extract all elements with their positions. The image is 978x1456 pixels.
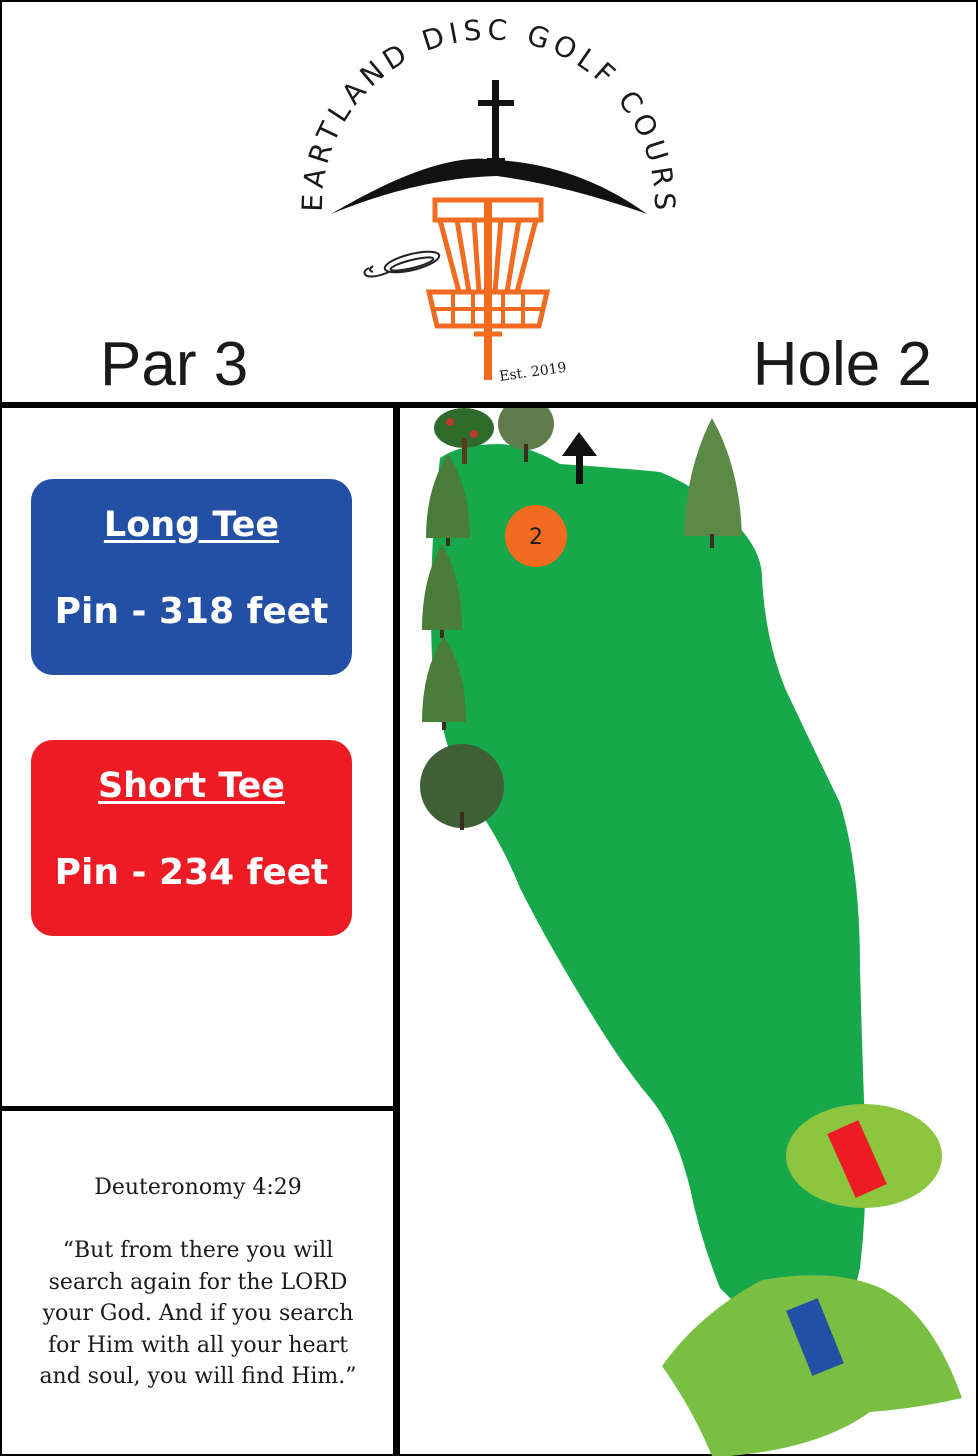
tree-icon <box>422 636 466 730</box>
hole-number-label: Hole 2 <box>752 330 932 399</box>
hole-map: 2 <box>420 408 962 1456</box>
short-tee-card: Short Tee Pin - 234 feet <box>31 740 352 936</box>
long-tee-pad <box>786 1298 844 1376</box>
long-tee-name: Long Tee <box>103 505 280 545</box>
short-tee-name: Short Tee <box>97 766 286 806</box>
sidebar-divider <box>0 1106 396 1111</box>
par-label: Par 3 <box>100 330 249 399</box>
basket-number: 2 <box>529 525 543 550</box>
verse-line: “But from there you will <box>62 1238 334 1263</box>
verse-line: your God. And if you search <box>42 1301 354 1326</box>
direction-arrow-icon <box>562 432 597 484</box>
verse-text: “But from there you will search again fo… <box>2 1235 394 1393</box>
verse-line: for Him with all your heart <box>47 1332 349 1358</box>
long-tee-card: Long Tee Pin - 318 feet <box>31 479 352 675</box>
tree-icon <box>426 454 470 546</box>
established-label: Est. 2019 <box>498 360 567 385</box>
column-divider <box>393 405 400 1456</box>
disc-golf-basket-icon <box>425 197 551 380</box>
tree-icon <box>498 408 554 462</box>
verse-reference: Deuteronomy 4:29 <box>94 1175 302 1200</box>
short-tee-distance: Pin - 234 feet <box>54 852 329 893</box>
tree-icon <box>684 418 742 548</box>
long-tee-distance: Pin - 318 feet <box>54 591 329 632</box>
verse-line: search again for the LORD <box>48 1269 348 1295</box>
tree-icon <box>420 744 504 830</box>
hill-icon <box>331 158 647 214</box>
verse-line: and soul, you will find Him.” <box>39 1364 357 1389</box>
basket-marker <box>505 505 567 567</box>
header-divider <box>0 402 978 408</box>
fairway <box>431 444 866 1318</box>
cross-icon <box>478 80 514 166</box>
tree-icon <box>422 544 462 638</box>
flying-disc-icon <box>363 250 441 278</box>
short-tee-pad <box>827 1120 887 1198</box>
tree-icon <box>434 408 494 464</box>
